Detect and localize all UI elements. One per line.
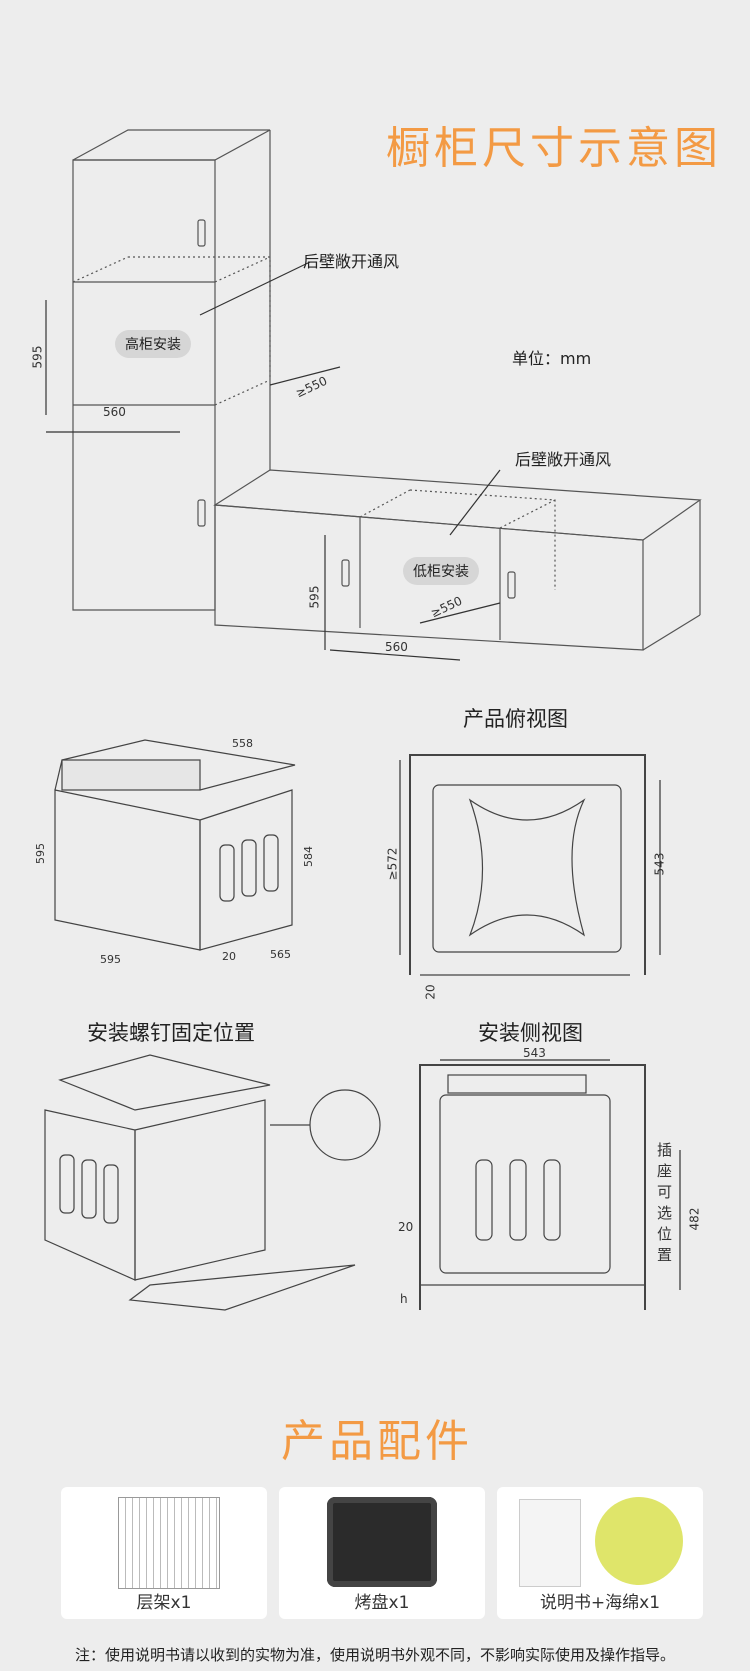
tall-cabinet-top (72, 129, 271, 161)
accessory-card-manual-sponge: 说明书+海绵x1 (497, 1487, 703, 1619)
tall-width-dim: 560 (103, 405, 126, 419)
low-cabinet-label: 低柜安装 (403, 557, 479, 585)
tall-cabinet-front (72, 159, 216, 611)
tall-depth-dim: ≥550 (293, 373, 330, 401)
footnote: 注：使用说明书请以收到的实物为准，使用说明书外观不同，不影响实际使用及操作指导。 (74, 1646, 675, 1664)
tall-height-dim: 595 (30, 345, 45, 369)
unit-label: 单位：mm (512, 349, 592, 368)
top-view-572: ≥572 (385, 847, 400, 881)
manual-image (519, 1499, 581, 1587)
side-dim-h: h (400, 1292, 408, 1306)
accessory-label-tray: 烤盘x1 (354, 1593, 410, 1613)
accessory-card-rack: 层架x1 (61, 1487, 267, 1619)
accessory-label-rack: 层架x1 (136, 1593, 192, 1613)
rear-vent-label-low: 后壁敞开通风 (515, 450, 612, 469)
tall-cabinet-label: 高柜安装 (115, 330, 191, 358)
accessories-title: 产品配件 (281, 1416, 473, 1467)
top-view-20: 20 (423, 984, 438, 1000)
low-depth-dim: ≥550 (428, 593, 465, 621)
tray-image (327, 1497, 437, 1587)
oven-dim-20: 20 (222, 950, 236, 963)
top-view-title: 产品俯视图 (463, 707, 568, 731)
oven-dim-front-height: 584 (302, 846, 315, 867)
oven-dim-left-height: 595 (34, 843, 47, 864)
low-width-dim: 560 (385, 640, 408, 654)
sponge-image (595, 1497, 683, 1585)
side-view-title: 安装侧视图 (478, 1021, 583, 1045)
side-dim-482: 482 (687, 1207, 702, 1231)
side-dim-20: 20 (398, 1220, 414, 1234)
screw-position-title: 安装螺钉固定位置 (87, 1021, 255, 1045)
cabinet-section-title: 橱柜尺寸示意图 (386, 123, 722, 174)
socket-position-label: 插座可选位置 (657, 1141, 673, 1264)
oven-dim-width: 595 (100, 953, 121, 966)
oven-dim-depth: 565 (270, 948, 291, 961)
low-height-dim: 595 (307, 585, 322, 609)
accessory-label-manual-sponge: 说明书+海绵x1 (539, 1593, 661, 1613)
accessory-card-tray: 烤盘x1 (279, 1487, 485, 1619)
oven-dim-top: 558 (232, 737, 253, 750)
rear-vent-label-tall: 后壁敞开通风 (303, 252, 400, 271)
top-view-543: 543 (652, 852, 667, 876)
rack-image (118, 1497, 220, 1589)
side-dim-543: 543 (523, 1046, 546, 1060)
